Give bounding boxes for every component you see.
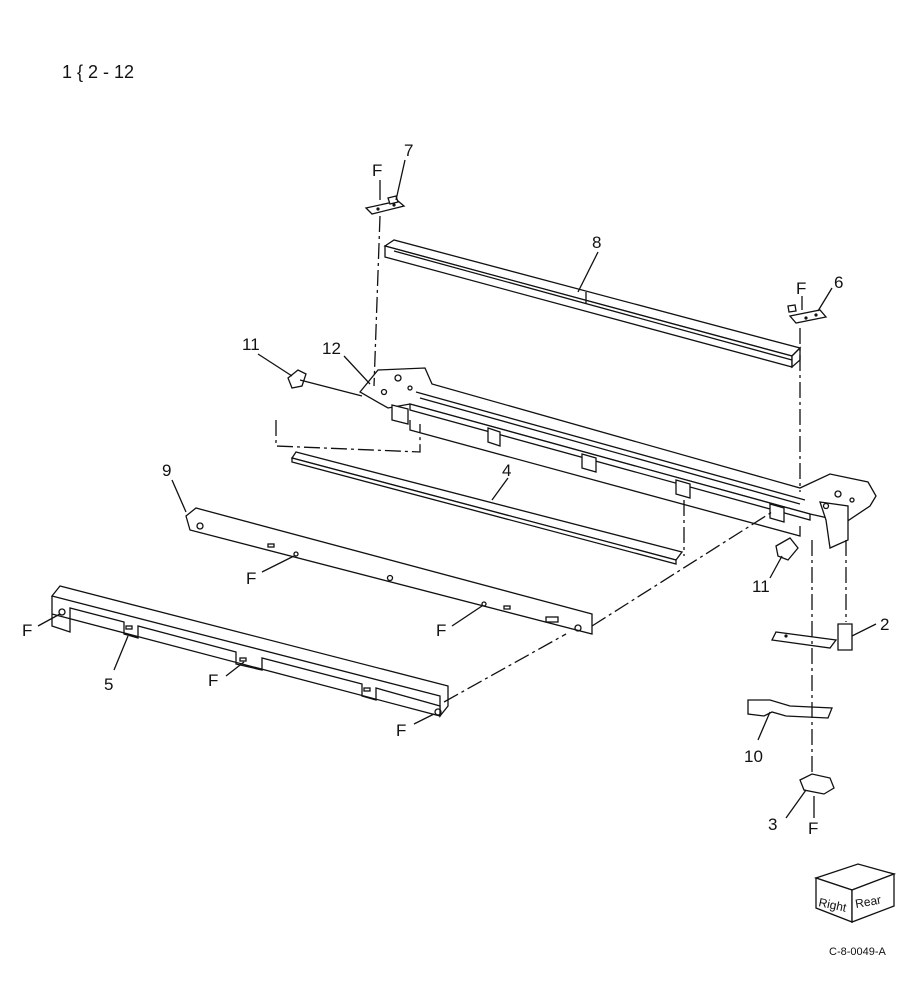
leader-11b xyxy=(769,555,783,579)
callout-2: 2 xyxy=(880,615,889,634)
callout-5: 5 xyxy=(104,675,113,694)
callout-3: 3 xyxy=(768,815,777,834)
leader-11-connection xyxy=(299,379,363,397)
leader-3 xyxy=(785,789,807,819)
cube-face-right: Right xyxy=(817,895,848,915)
callout-8: 8 xyxy=(592,233,601,252)
part-7-bracket xyxy=(364,195,406,215)
part-9-plate xyxy=(185,507,593,635)
leader-5 xyxy=(113,635,129,671)
callout-7: 7 xyxy=(404,141,413,160)
leader-f5a xyxy=(37,613,61,627)
callout-9: 9 xyxy=(162,461,171,480)
part-11-clip-upper xyxy=(287,369,307,389)
figure-id: C-8-0049-A xyxy=(829,946,886,958)
callout-4: 4 xyxy=(502,461,511,480)
assembly-line-7 xyxy=(373,215,381,387)
fastener-f-5a: F xyxy=(22,621,32,640)
leader-2 xyxy=(851,623,877,637)
orientation-cube: Right Rear xyxy=(813,863,897,923)
part-12-frame xyxy=(359,367,877,549)
part-6-bracket xyxy=(787,304,828,324)
fastener-f-5b: F xyxy=(208,671,218,690)
leader-8 xyxy=(577,251,599,293)
leader-f9a xyxy=(261,555,295,573)
fastener-f-3: F xyxy=(808,819,818,838)
leader-f5b xyxy=(225,661,245,677)
part-4-rod xyxy=(290,451,684,565)
callout-10: 10 xyxy=(744,747,763,766)
leader-11a xyxy=(257,353,293,377)
part-2-bracket xyxy=(771,623,853,651)
part-3-clamp xyxy=(799,773,835,795)
leader-12 xyxy=(343,355,371,385)
leader-f9b xyxy=(451,605,483,627)
leader-6 xyxy=(817,287,833,312)
assembly-line-9 xyxy=(591,511,773,627)
callout-11-lower: 11 xyxy=(752,577,770,596)
part-10-cable xyxy=(747,699,833,719)
fastener-f-9a: F xyxy=(246,569,256,588)
leader-4 xyxy=(491,477,509,501)
leader-10 xyxy=(757,711,771,741)
leader-f5c xyxy=(413,713,435,725)
leader-9 xyxy=(171,479,187,513)
callout-11-upper: 11 xyxy=(242,335,260,354)
fastener-f-7: F xyxy=(372,161,382,180)
fastener-f-5c: F xyxy=(396,721,406,740)
part-5-rail xyxy=(50,585,449,718)
leader-7 xyxy=(395,159,406,201)
part-8-bar xyxy=(383,239,802,369)
range-label: 1 { 2 - 12 xyxy=(62,62,135,82)
fastener-f-6: F xyxy=(796,279,806,298)
assembly-line-5 xyxy=(443,633,567,703)
fastener-f-9b: F xyxy=(436,621,446,640)
phantom-outline xyxy=(275,420,421,453)
part-11-clip-lower xyxy=(775,537,799,561)
callout-6: 6 xyxy=(834,273,843,292)
callout-12: 12 xyxy=(322,339,341,358)
cube-face-rear: Rear xyxy=(854,893,882,911)
